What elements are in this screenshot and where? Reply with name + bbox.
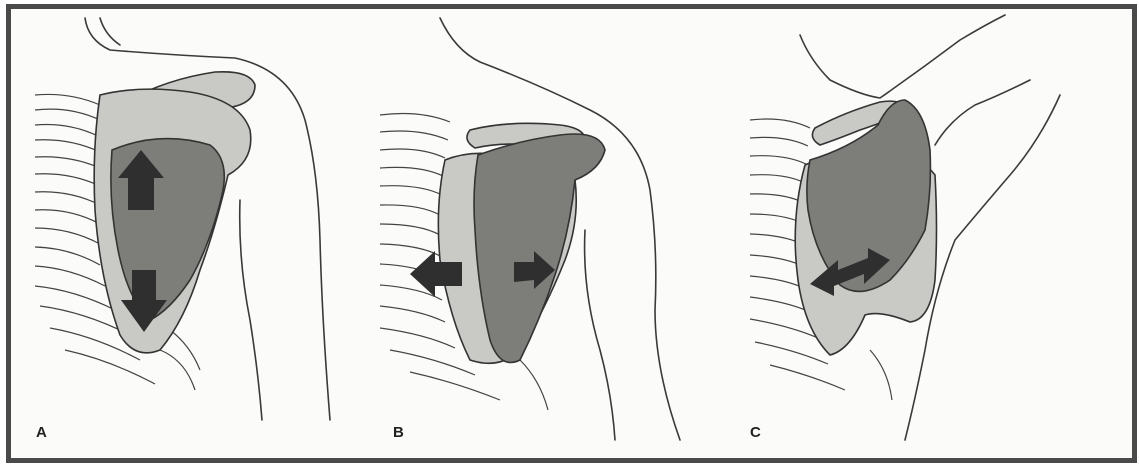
- panel-a: [35, 18, 330, 420]
- panel-c: [750, 15, 1060, 440]
- panel-b: [380, 18, 680, 440]
- panel-label-b: B: [393, 424, 404, 441]
- panel-label-a: A: [36, 424, 47, 441]
- panel-label-c: C: [750, 424, 761, 441]
